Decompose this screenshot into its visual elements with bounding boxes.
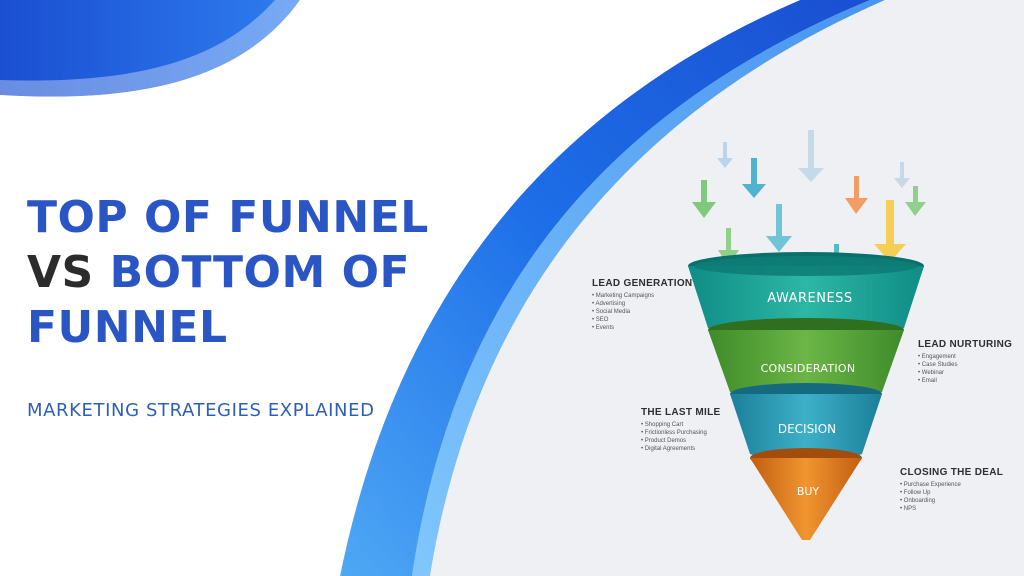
arrow-icon-green (692, 180, 716, 218)
list-item: Case Studies (918, 361, 1012, 369)
arrow-icon-yellow (874, 200, 906, 262)
list-item: Advertising (592, 300, 692, 308)
headline: TOP OF FUNNEL VS BOTTOM OF FUNNEL (27, 190, 447, 355)
lead-nurturing-heading: LEAD NURTURING (918, 339, 1013, 350)
closing-deal-heading: CLOSING THE DEAL (900, 467, 1004, 478)
headline-bottom-of: BOTTOM OF (109, 247, 411, 298)
arrow-icon-teal (766, 204, 792, 252)
arrow-icon-light-blue (798, 130, 824, 182)
subtitle: MARKETING STRATEGIES EXPLAINED (27, 400, 375, 421)
list-item: NPS (900, 505, 1003, 513)
last-mile-heading: THE LAST MILE (641, 407, 721, 418)
funnel-diagram: AWARENESS CONSIDERATION DECISION BUY (688, 130, 926, 540)
funnel-stage-decision (730, 383, 882, 462)
stage-label-decision: DECISION (778, 422, 836, 436)
list-item: Digital Agreements (641, 445, 720, 453)
stage-label-buy: BUY (797, 485, 820, 498)
headline-line-1: TOP OF FUNNEL (27, 192, 429, 243)
list-item: SEO (592, 316, 692, 324)
list-item: Frictionless Purchasing (641, 429, 720, 437)
headline-vs: VS (27, 247, 94, 298)
list-item: Webinar (918, 369, 1012, 377)
list-item: Shopping Cart (641, 421, 720, 429)
funnel-stage-buy (750, 448, 862, 540)
list-item: Events (592, 324, 692, 332)
list-item: Social Media (592, 308, 692, 316)
stage-label-awareness: AWARENESS (767, 291, 852, 306)
headline-line-2: VS BOTTOM OF (27, 245, 447, 300)
headline-line-3: FUNNEL (27, 302, 228, 353)
corner-blob (0, 0, 300, 97)
list-item: Product Demos (641, 437, 720, 445)
lead-generation-block: LEAD GENERATION Marketing Campaigns Adve… (592, 278, 692, 332)
list-item: Marketing Campaigns (592, 292, 692, 300)
arrow-icon-light-blue (894, 162, 910, 188)
arrow-icon-teal (742, 158, 766, 198)
list-item: Onboarding (900, 497, 1003, 505)
list-item: Engagement (918, 353, 1012, 361)
list-item: Follow Up (900, 489, 1003, 497)
lead-generation-heading: LEAD GENERATION (592, 278, 693, 289)
list-item: Purchase Experience (900, 481, 1003, 489)
stage-label-consideration: CONSIDERATION (761, 362, 856, 375)
arrow-icon-orange (845, 176, 868, 214)
funnel-stage-consideration (708, 318, 904, 401)
list-item: Email (918, 377, 1012, 385)
funnel-stage-awareness (688, 252, 924, 339)
arrow-icon-light-blue (717, 142, 733, 168)
lead-nurturing-block: LEAD NURTURING Engagement Case Studies W… (918, 339, 1012, 385)
falling-arrows (692, 130, 926, 268)
arrow-icon-green (905, 186, 926, 216)
blue-sweep (340, 0, 870, 576)
closing-deal-block: CLOSING THE DEAL Purchase Experience Fol… (900, 467, 1003, 513)
last-mile-block: THE LAST MILE Shopping Cart Frictionless… (641, 407, 720, 453)
